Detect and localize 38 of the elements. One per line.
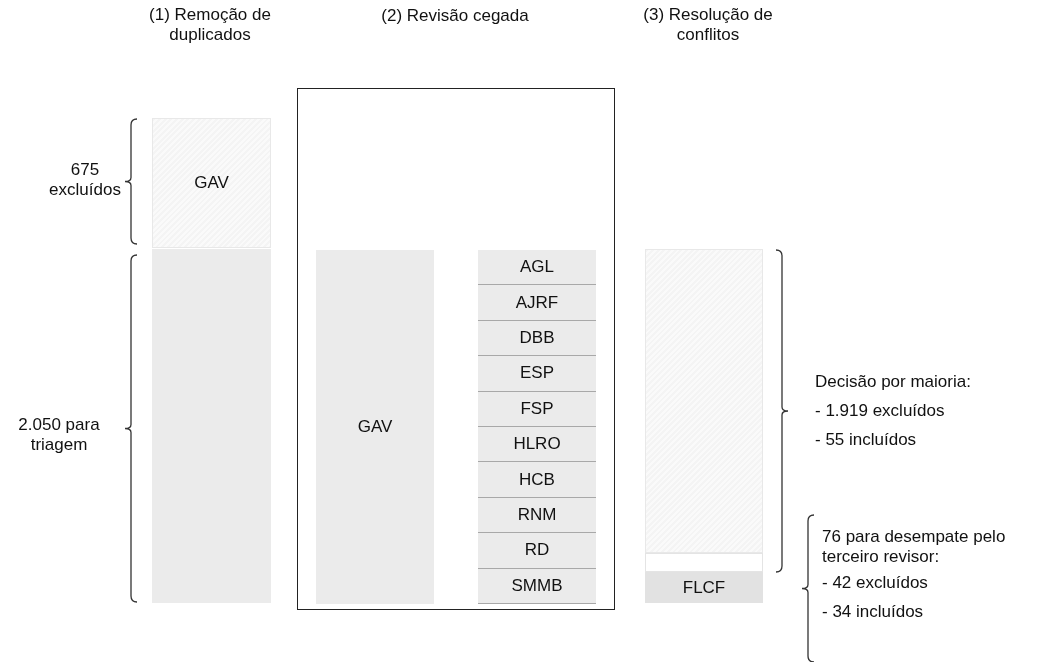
table-row — [478, 250, 596, 286]
column-heading: (3) Resolução de conflitos — [642, 5, 774, 46]
column-heading: (2) Revisão cegada — [380, 6, 530, 27]
table-row — [478, 568, 596, 604]
bar-label: HCB — [519, 469, 555, 490]
annotation-text: 2.050 para triagem — [17, 415, 101, 456]
hatched-bar — [645, 249, 763, 553]
bar-label: GAV — [194, 173, 229, 193]
bar-label: HLRO — [513, 434, 561, 455]
bar-label: ESP — [520, 363, 554, 384]
annotation-text: - 1.919 excluídos — [815, 401, 946, 422]
annotation-text: 675 excluídos — [48, 160, 122, 201]
bar-label: AGL — [520, 257, 554, 278]
bar-label: AJRF — [515, 292, 559, 313]
annotation-text: - 55 incluídos — [815, 430, 918, 451]
annotation-text: - 42 excluídos — [822, 573, 929, 594]
annotation-text: 76 para desempate pelo terceiro revisor: — [822, 527, 1007, 568]
frame-box — [297, 88, 615, 610]
bar-label: FSP — [520, 398, 554, 419]
table-row — [478, 356, 596, 392]
bar-label: FLCF — [682, 577, 726, 598]
table-row — [478, 533, 596, 569]
table-row — [478, 497, 596, 534]
table-row — [478, 391, 596, 427]
bar-label: SMMB — [511, 575, 563, 596]
bar-label: RD — [524, 540, 550, 561]
bar-label: DBB — [519, 328, 555, 348]
annotation-text: Decisão por maioria: — [815, 372, 972, 393]
table-row — [478, 462, 596, 498]
bar — [645, 553, 763, 572]
table-row — [478, 320, 596, 357]
bar — [645, 572, 763, 603]
table-row — [478, 285, 596, 321]
bar-label: GAV — [357, 417, 393, 437]
annotation-text: - 34 incluídos — [822, 602, 925, 623]
table-row — [478, 427, 596, 463]
bar-label: RNM — [517, 505, 557, 525]
column-heading: (1) Remoção de duplicados — [148, 5, 272, 46]
